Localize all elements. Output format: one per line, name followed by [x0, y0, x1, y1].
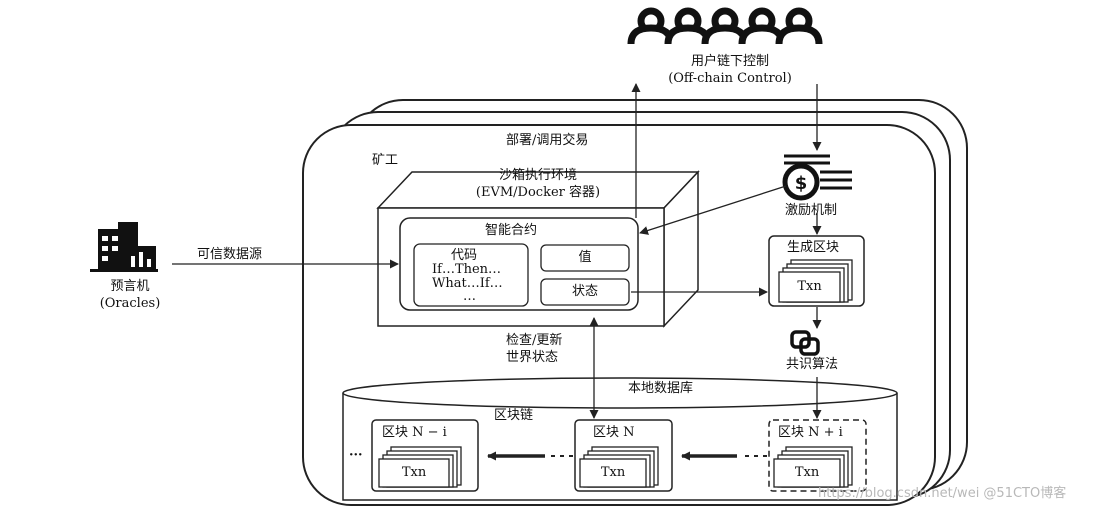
block-right-pages [773, 446, 853, 488]
code-line-2: What…If… [432, 276, 503, 291]
state-box [540, 278, 630, 306]
code-title: 代码 [451, 248, 478, 263]
svg-text:$: $ [795, 173, 808, 194]
block-right-title: 区块 N + i [778, 425, 843, 440]
sandbox-subtitle: (EVM/Docker 容器) [475, 185, 601, 200]
chain-ellipsis: ··· [349, 448, 363, 463]
block-left-title: 区块 N − i [382, 425, 447, 440]
oracle-label-en: (Oracles) [99, 296, 161, 311]
sandbox-title: 沙箱执行环境 [498, 168, 577, 183]
block-mid-pages [579, 446, 659, 488]
check-update-line1: 检查/更新 [506, 333, 563, 348]
consensus-icon [790, 330, 820, 356]
miner-label: 矿工 [372, 153, 399, 168]
value-box [540, 244, 630, 272]
blockchain-label: 区块链 [494, 408, 534, 423]
generate-block-title: 生成区块 [787, 240, 840, 255]
block-mid-txn: Txn [600, 465, 626, 480]
code-line-1: If…Then… [432, 262, 502, 277]
coin-icon: $ [782, 154, 852, 201]
check-update-line2: 世界状态 [506, 350, 559, 365]
oracle-icon [90, 222, 158, 272]
watermark: https://blog.csdn.net/wei @51CTO博客 [818, 486, 1067, 501]
trusted-source-label: 可信数据源 [197, 247, 263, 262]
users-label-en: (Off-chain Control) [668, 71, 792, 86]
deploy-call-label: 部署/调用交易 [506, 133, 589, 148]
value-label: 值 [578, 250, 592, 265]
arrow-incentive-to-contract [639, 185, 787, 235]
block-mid-title: 区块 N [593, 425, 635, 440]
generate-block-txn: Txn [797, 279, 822, 294]
block-left-pages [378, 446, 462, 488]
block-right-txn: Txn [794, 465, 820, 480]
code-line-3: … [463, 289, 476, 304]
oracle-label-cn: 预言机 [110, 279, 150, 294]
code-box [413, 243, 529, 307]
state-label: 状态 [571, 284, 598, 299]
block-left-txn: Txn [401, 465, 427, 480]
generate-block-pages [778, 259, 853, 303]
consensus-label: 共识算法 [786, 357, 839, 372]
smart-contract-title: 智能合约 [485, 223, 538, 238]
incentive-label: 激励机制 [785, 203, 838, 218]
database-label: 本地数据库 [628, 381, 694, 396]
users-label-cn: 用户链下控制 [690, 54, 769, 69]
users-icon [627, 7, 823, 45]
